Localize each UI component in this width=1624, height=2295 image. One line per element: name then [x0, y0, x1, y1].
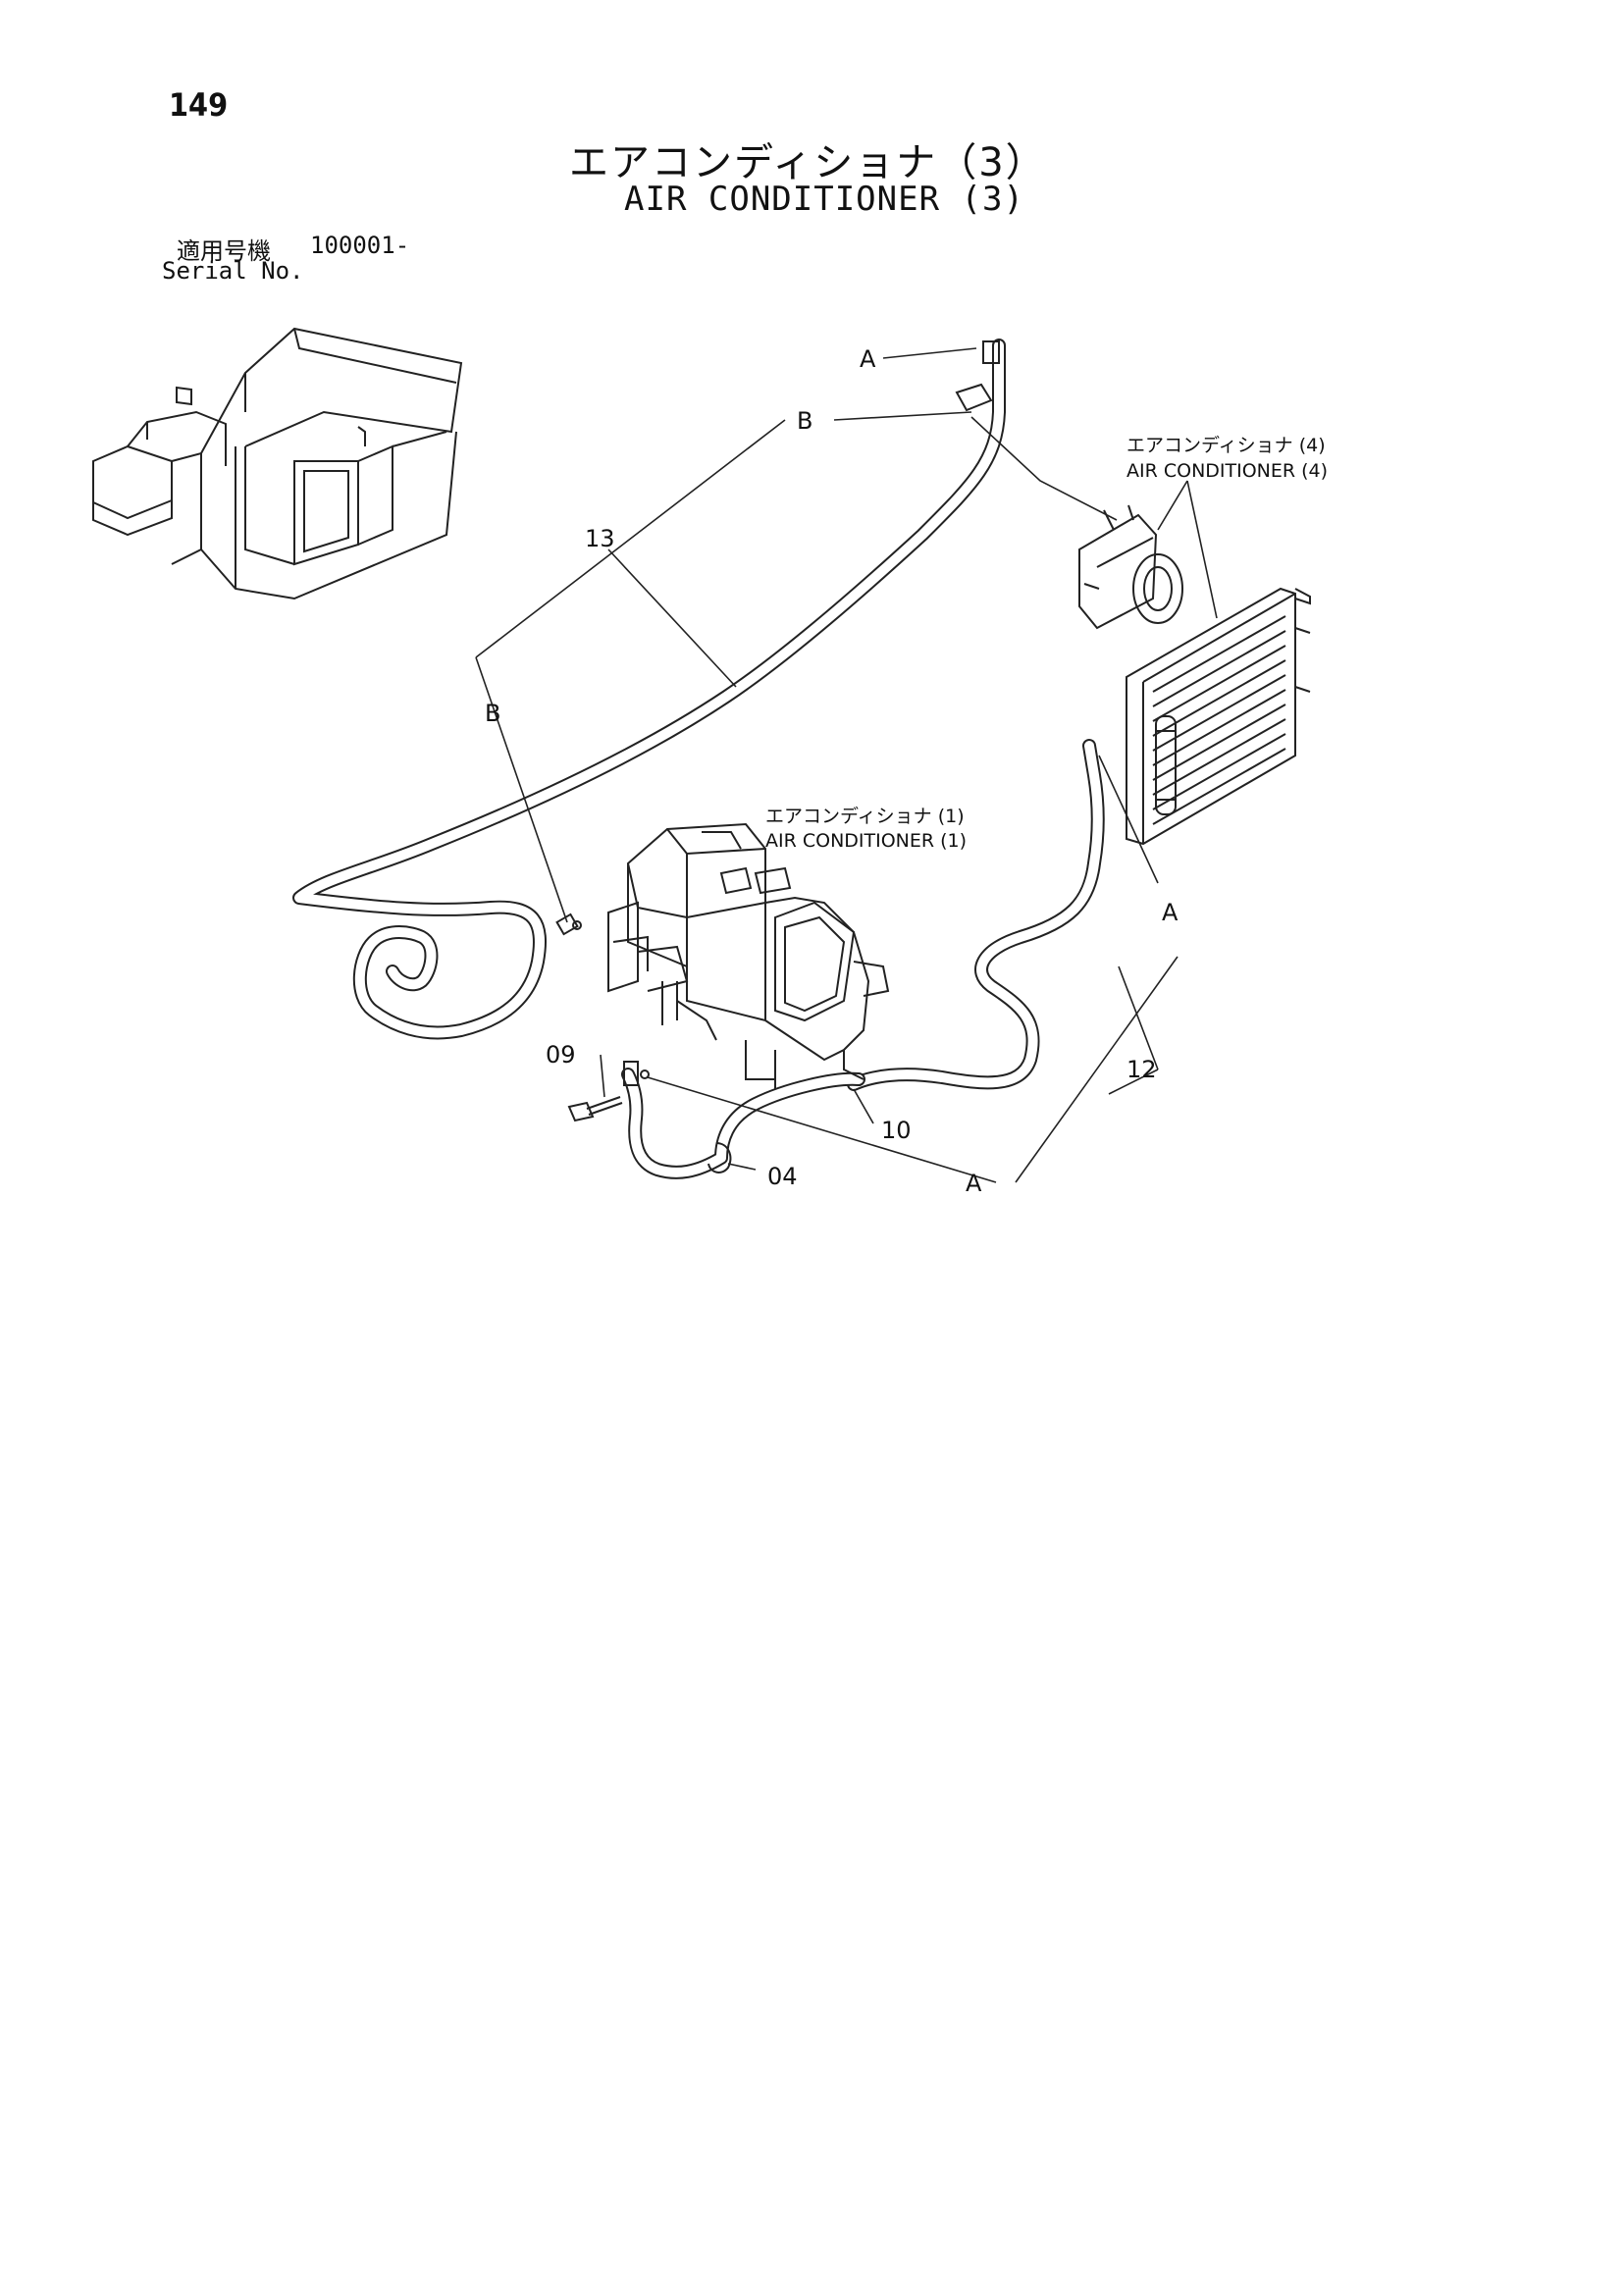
- callout-04: 04: [767, 1163, 798, 1190]
- page-title-english: AIR CONDITIONER (3): [624, 180, 1024, 219]
- hose-12: [847, 739, 1105, 1091]
- callout-b-top: B: [797, 407, 812, 435]
- callout-10: 10: [881, 1117, 912, 1144]
- callout-a-top: A: [860, 345, 876, 373]
- serial-label-english: Serial No.: [162, 257, 304, 285]
- excavator-cab-illustration: [92, 327, 463, 600]
- reference-ac4-japanese: エアコンディショナ (4): [1126, 435, 1326, 456]
- callout-12: 12: [1126, 1056, 1157, 1083]
- hose-13: [292, 339, 1006, 1040]
- fitting-left: [555, 913, 582, 936]
- reference-ac4-english: AIR CONDITIONER (4): [1126, 460, 1328, 482]
- leader-lines: [475, 347, 1218, 1183]
- page-title-japanese: エアコンディショナ（3）: [569, 140, 1047, 185]
- callout-13: 13: [585, 525, 615, 552]
- serial-label-japanese: 適用号機: [177, 237, 271, 265]
- fitting-bottom-left: [623, 1061, 650, 1086]
- fitting-top: [955, 340, 1000, 412]
- callout-b-left: B: [485, 700, 500, 727]
- bolt-09: [567, 1096, 623, 1122]
- page-number: 149: [169, 86, 229, 124]
- reference-ac1-english: AIR CONDITIONER (1): [765, 830, 967, 852]
- condenser: [1126, 587, 1311, 846]
- air-conditioner-unit: [607, 822, 890, 1089]
- clamp-04: [707, 1142, 732, 1174]
- serial-number: 100001-: [310, 232, 410, 259]
- hose-10: [621, 1068, 865, 1179]
- compressor: [1078, 504, 1183, 630]
- reference-ac1-japanese: エアコンディショナ (1): [765, 806, 965, 827]
- callout-a-bottom: A: [966, 1170, 982, 1197]
- callout-a-right: A: [1162, 899, 1179, 926]
- callout-09: 09: [546, 1041, 576, 1069]
